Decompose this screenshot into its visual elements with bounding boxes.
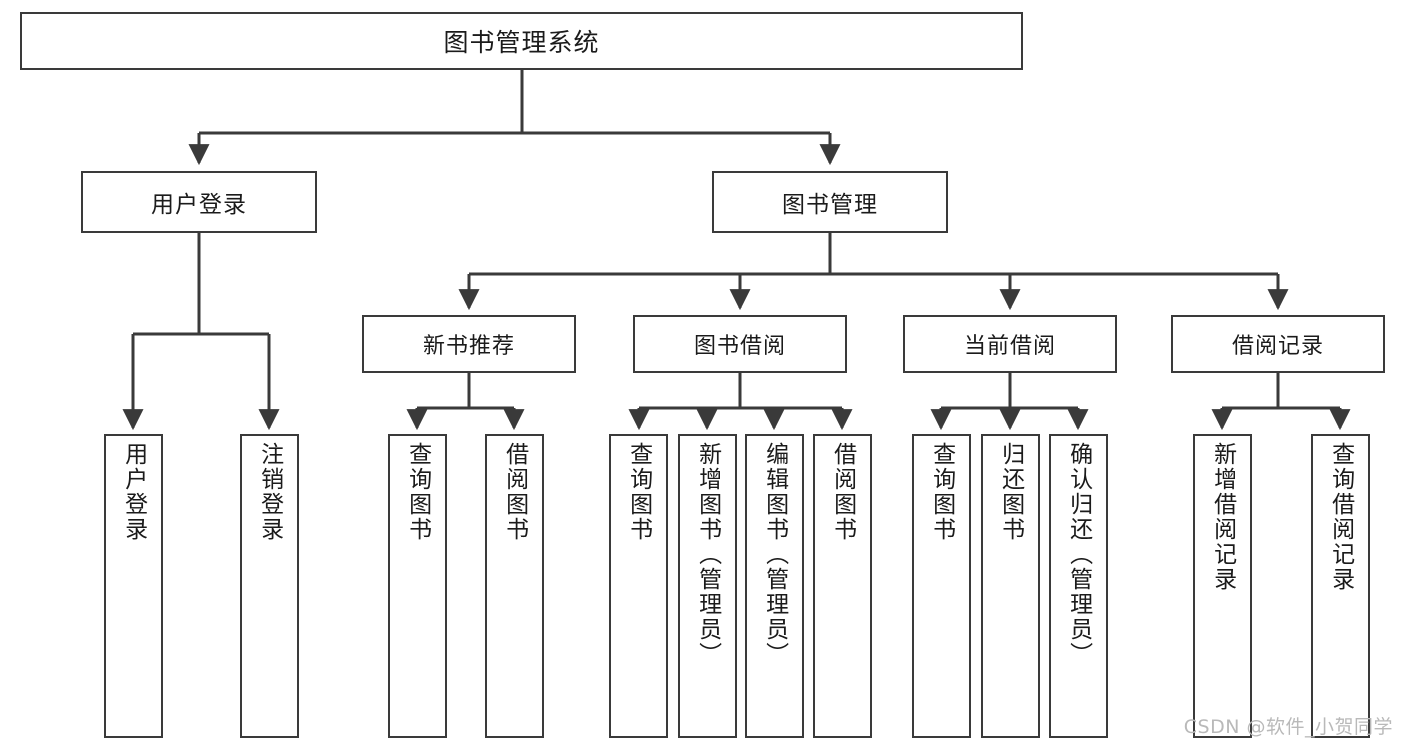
watermark: CSDN @软件_小贺同学 [1183,716,1393,738]
leaf-label: 查询图书 [625,442,652,542]
node-book-management-label: 图书管理 [782,192,878,218]
leaf-new-book-borrow[interactable]: 借阅图书 [485,434,544,738]
node-new-book-recommend[interactable]: 新书推荐 [362,315,576,373]
node-borrow-record[interactable]: 借阅记录 [1171,315,1385,373]
leaf-label: 查询图书 [928,442,955,542]
node-book-management[interactable]: 图书管理 [712,171,948,233]
leaf-user-login-login[interactable]: 用户登录 [104,434,163,738]
leaf-current-borrow-query[interactable]: 查询图书 [912,434,971,738]
leaf-new-book-query[interactable]: 查询图书 [388,434,447,738]
node-root-label: 图书管理系统 [443,28,600,57]
node-book-borrow[interactable]: 图书借阅 [633,315,847,373]
leaf-label: 新增借阅记录 [1209,442,1236,592]
leaf-book-borrow-query[interactable]: 查询图书 [609,434,668,738]
leaf-user-login-logout[interactable]: 注销登录 [240,434,299,738]
leaf-current-borrow-return[interactable]: 归还图书 [981,434,1040,738]
node-current-borrow[interactable]: 当前借阅 [903,315,1117,373]
node-new-book-recommend-label: 新书推荐 [422,334,515,359]
leaf-borrow-record-query[interactable]: 查询借阅记录 [1311,434,1370,738]
node-book-borrow-label: 图书借阅 [693,334,786,359]
node-borrow-record-label: 借阅记录 [1231,334,1324,359]
node-root[interactable]: 图书管理系统 [20,12,1023,70]
leaf-book-borrow-edit[interactable]: 编辑图书（管理员） [745,434,804,738]
leaf-book-borrow-borrow[interactable]: 借阅图书 [813,434,872,738]
leaf-label: 借阅图书 [501,442,528,542]
leaf-book-borrow-add[interactable]: 新增图书（管理员） [678,434,737,738]
leaf-current-borrow-confirm[interactable]: 确认归还（管理员） [1049,434,1108,738]
leaf-label: 确认归还（管理员） [1065,442,1092,667]
leaf-borrow-record-add[interactable]: 新增借阅记录 [1193,434,1252,738]
leaf-label: 查询借阅记录 [1327,442,1354,592]
leaf-label: 注销登录 [256,442,283,542]
leaf-label: 查询图书 [404,442,431,542]
leaf-label: 借阅图书 [829,442,856,542]
leaf-label: 归还图书 [997,442,1024,542]
leaf-label: 用户登录 [120,442,147,542]
node-current-borrow-label: 当前借阅 [963,334,1056,359]
node-user-login[interactable]: 用户登录 [81,171,317,233]
node-user-login-label: 用户登录 [151,192,247,218]
leaf-label: 编辑图书（管理员） [761,442,788,667]
leaf-label: 新增图书（管理员） [694,442,721,667]
